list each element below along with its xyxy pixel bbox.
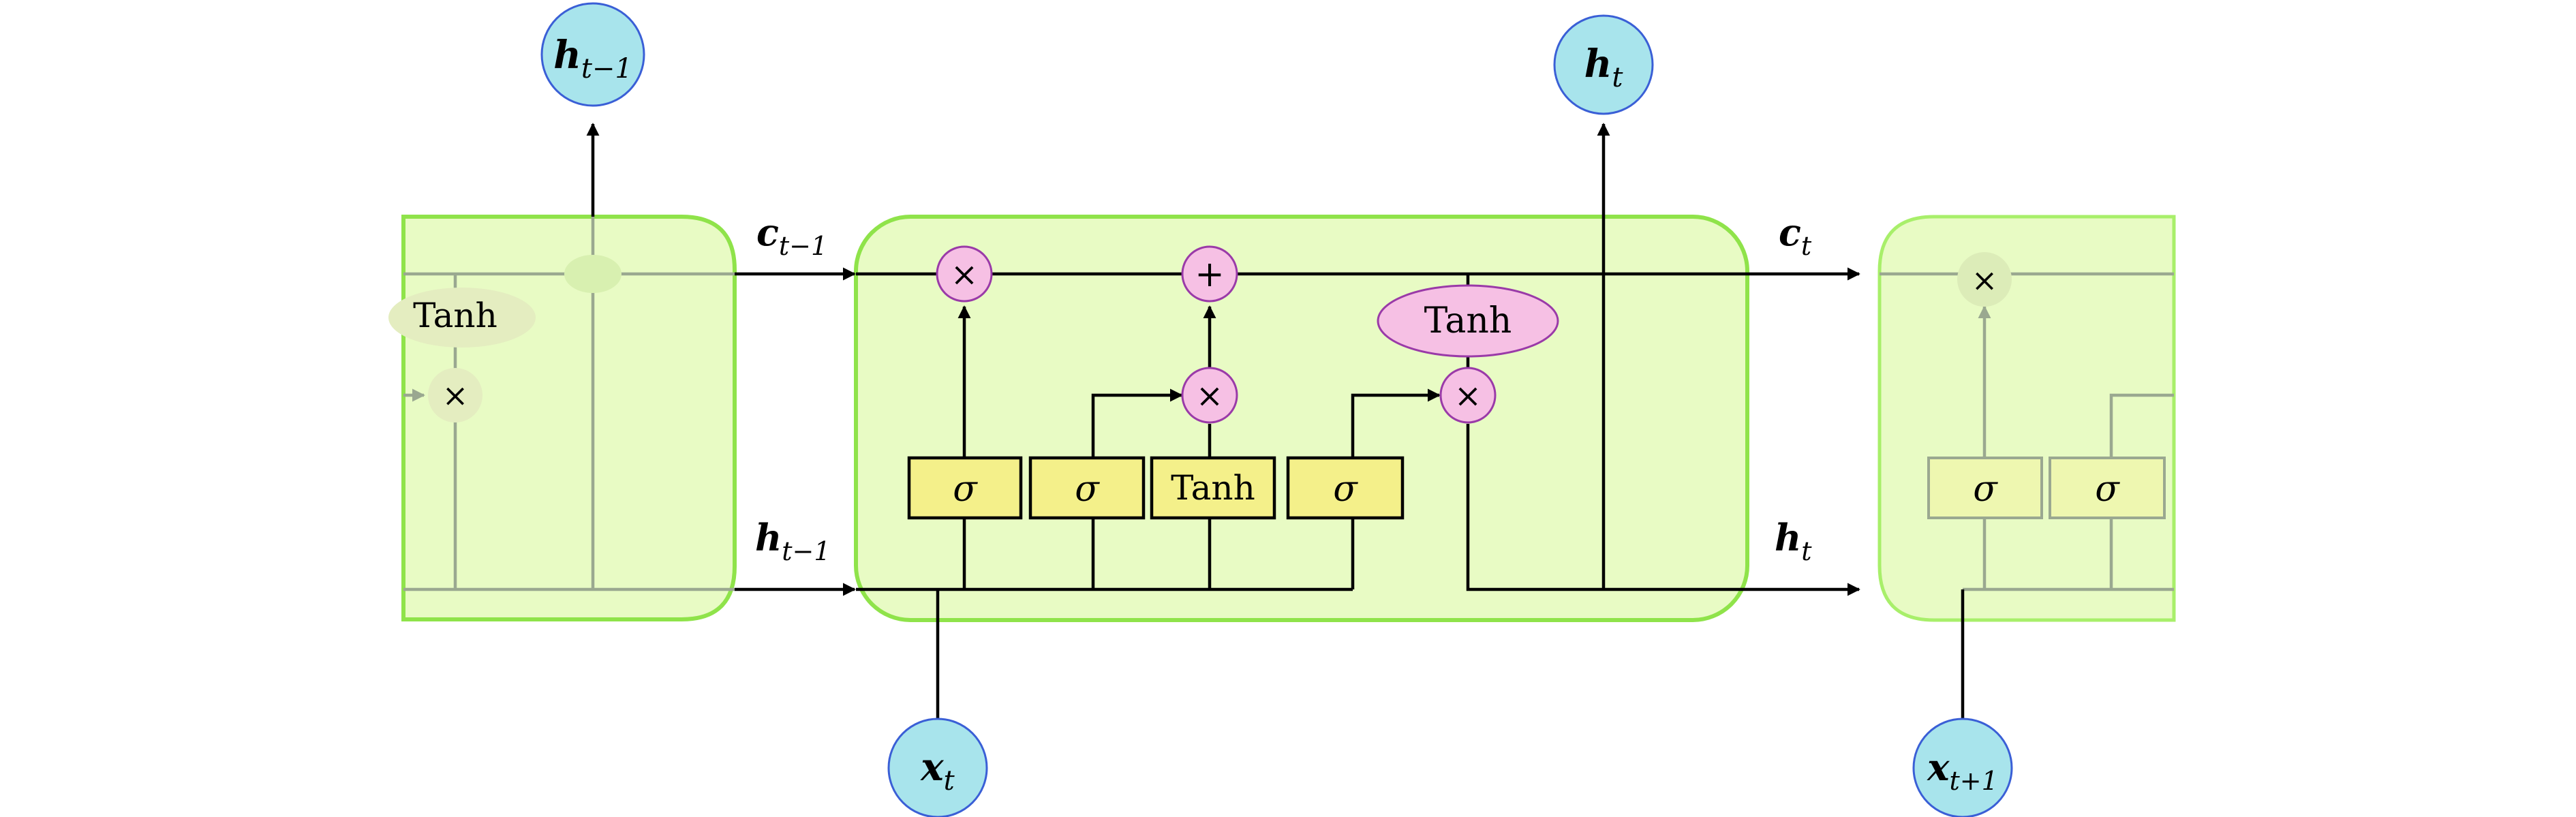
input-gate: σ <box>1028 456 1146 520</box>
svg-text:xt: xt <box>920 745 955 797</box>
output-multiply-op: × <box>1439 367 1497 424</box>
svg-text:×: × <box>1454 377 1482 415</box>
add-op: + <box>1181 245 1238 303</box>
prev-tanh-op <box>388 288 536 348</box>
c-prev-label: ct−1 <box>756 211 827 261</box>
svg-text:×: × <box>1972 262 1998 298</box>
output-gate-arrow <box>1351 388 1441 458</box>
h-prev-label: ht−1 <box>755 516 831 566</box>
forget-gate: σ <box>907 456 1023 520</box>
svg-text:ht−1: ht−1 <box>553 33 632 84</box>
svg-text:Tanh: Tanh <box>1424 300 1512 341</box>
svg-text:σ: σ <box>953 469 978 510</box>
x-next-node: xt+1 <box>1912 718 2013 817</box>
svg-text:σ: σ <box>1075 469 1100 510</box>
h-t-arrow <box>1466 424 1860 596</box>
input-multiply-op: × <box>1181 367 1238 424</box>
svg-text:+: + <box>1195 254 1225 295</box>
cell-tanh-op: Tanh <box>1377 284 1559 358</box>
next-cell: × σ σ <box>1877 215 2176 622</box>
x-t-node: xt <box>887 718 988 817</box>
svg-text:×: × <box>951 256 978 294</box>
prev-cell: Tanh × <box>388 215 737 621</box>
svg-text:Tanh: Tanh <box>1171 468 1255 508</box>
svg-text:×: × <box>1196 377 1223 415</box>
svg-text:xt+1: xt+1 <box>1927 745 1998 796</box>
output-gate: σ <box>1286 456 1405 520</box>
candidate-gate: Tanh <box>1150 456 1276 520</box>
prev-tanh-label: Tanh <box>413 296 497 335</box>
next-multiply-op <box>1957 252 2012 307</box>
input-gate-arrow <box>1091 388 1183 458</box>
h-t-node: ht <box>1553 14 1654 115</box>
svg-text:σ: σ <box>1973 469 1998 510</box>
prev-multiply-symbol: × <box>442 377 469 414</box>
h-prev-node: ht−1 <box>540 2 645 107</box>
next-input-gate: σ <box>2049 457 2166 519</box>
forget-multiply-op: × <box>936 245 993 303</box>
svg-text:ht: ht <box>1584 42 1624 93</box>
next-forget-gate: σ <box>1927 457 2043 519</box>
prev-multiply-op <box>428 368 482 422</box>
h-t-label: ht <box>1775 516 1812 566</box>
svg-text:σ: σ <box>2095 469 2120 510</box>
c-t-label: ct <box>1779 211 1812 261</box>
svg-text:σ: σ <box>1333 469 1358 510</box>
